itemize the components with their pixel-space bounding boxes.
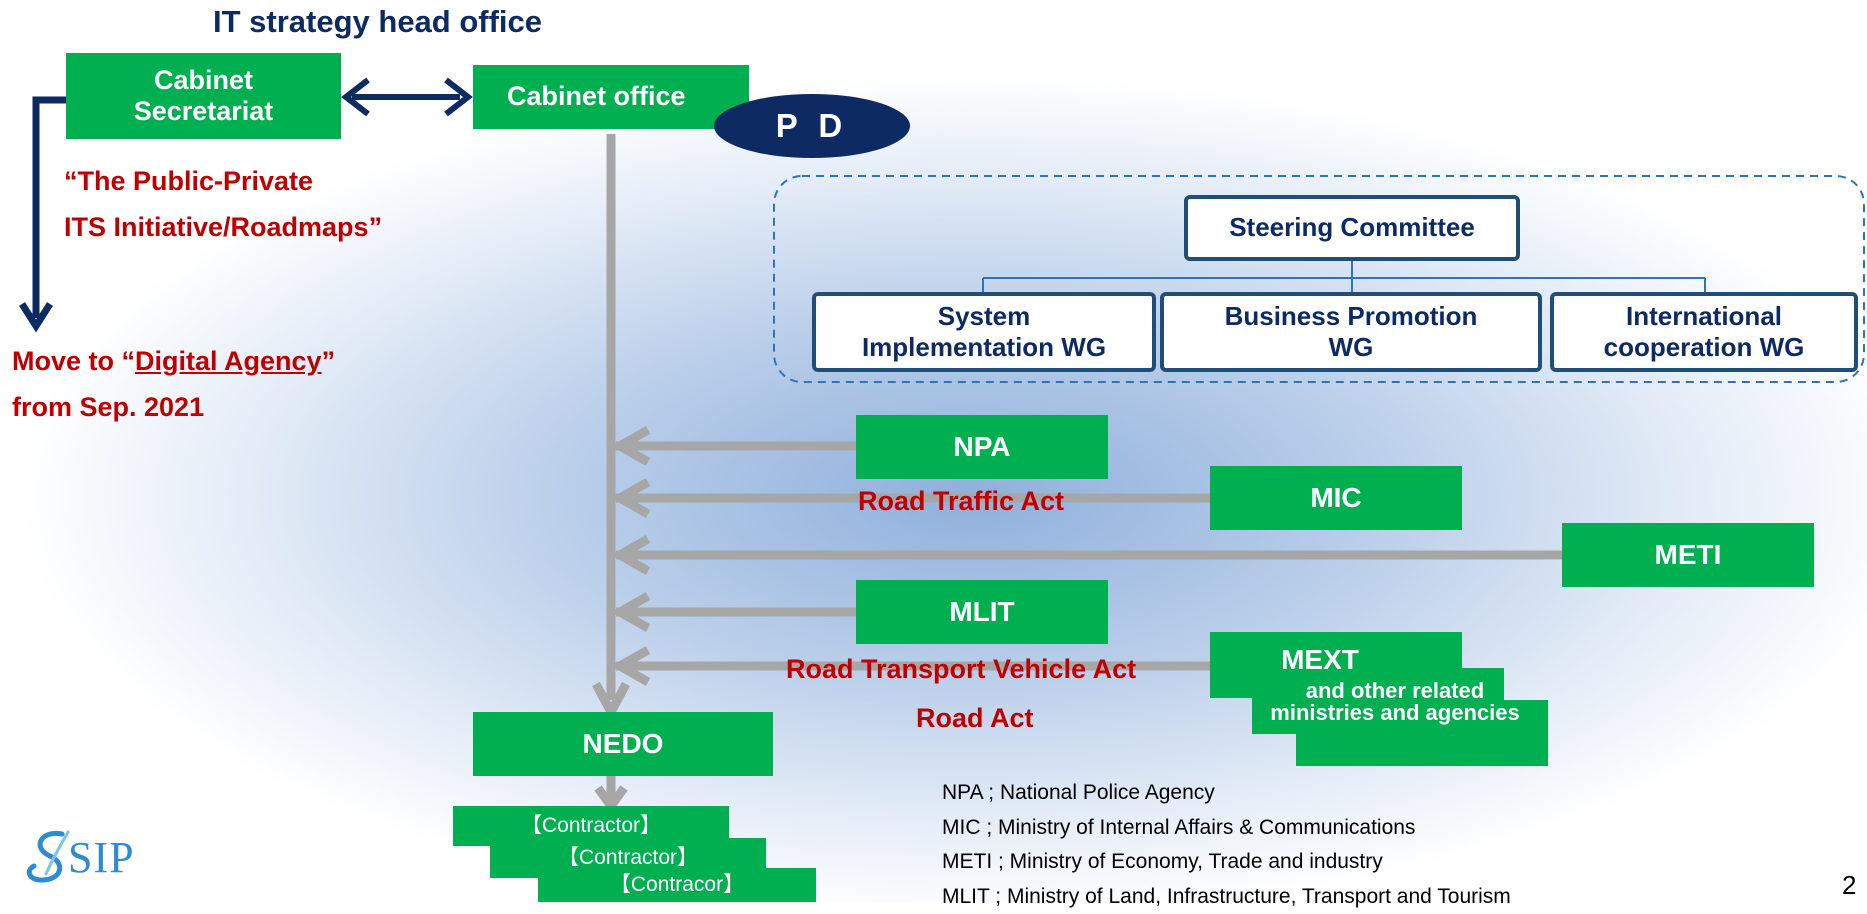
wg-business-promotion: Business Promotion WG [1160,292,1542,372]
legend-item: MIC ; Ministry of Internal Affairs & Com… [942,811,1511,846]
legend-item: METI ; Ministry of Economy, Trade and in… [942,845,1511,880]
wg-system-implementation: System Implementation WG [812,292,1156,372]
legend-item: MLIT ; Ministry of Land, Infrastructure,… [942,880,1511,914]
road-traffic-act: Road Traffic Act [858,486,1064,517]
contractor-box-3: 【Contracor】 [538,868,816,902]
nedo-box: NEDO [473,712,773,776]
abbreviation-legend: NPA ; National Police Agency MIC ; Minis… [942,776,1511,914]
npa-box: NPA [856,415,1108,479]
digital-agency-prefix: Move to “ [12,346,135,376]
mext-sub-label: and other related ministries and agencie… [1240,680,1550,724]
page-title: IT strategy head office [213,4,542,40]
mlit-box: MLIT [856,580,1108,644]
steering-committee-box: Steering Committee [1184,195,1520,261]
digital-agency-suffix: ” [322,346,336,376]
road-transport-vehicle-act: Road Transport Vehicle Act [786,654,1136,685]
page-number: 2 [1842,870,1856,901]
digital-agency-link[interactable]: Digital Agency [135,346,322,376]
meti-box: METI [1562,523,1814,587]
initiative-note-line2: ITS Initiative/Roadmaps” [64,212,382,243]
digital-agency-note: Move to “Digital Agency” [12,346,335,377]
wg-international-cooperation: International cooperation WG [1550,292,1858,372]
sip-logo-text: SIP [68,832,135,883]
pd-ellipse: P D [714,94,910,158]
mic-box: MIC [1210,466,1462,530]
cabinet-secretariat-box: Cabinet Secretariat [66,53,341,139]
legend-item: NPA ; National Police Agency [942,776,1511,811]
digital-agency-date: from Sep. 2021 [12,392,204,423]
initiative-note-line1: “The Public-Private [64,166,313,197]
sip-logo: SIP [22,826,162,888]
digital-agency-arrow [36,100,66,318]
road-act: Road Act [916,703,1034,734]
mext-label: MEXT [1210,644,1430,676]
cabinet-office-box: Cabinet office [473,65,749,129]
